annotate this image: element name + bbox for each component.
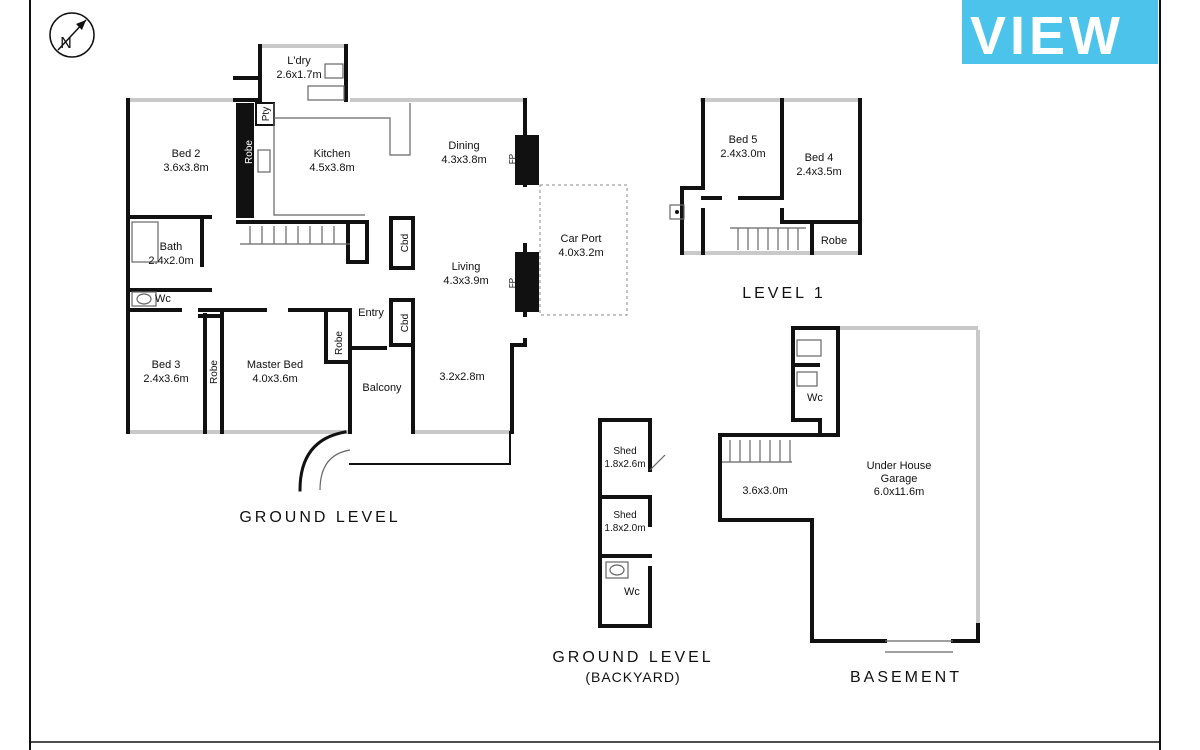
label-robe-bed3: Robe (209, 360, 220, 384)
label-bed3: Bed 3 (152, 359, 181, 371)
label-shed-1-size: 1.8x2.6m (604, 459, 645, 470)
label-carport-size: 4.0x3.2m (558, 247, 603, 259)
label-bath: Bath (160, 241, 183, 253)
label-robe-bed2: Robe (244, 140, 255, 164)
basement-plan (718, 326, 980, 653)
label-cbd-1: Cbd (400, 234, 411, 252)
label-bed2: Bed 2 (172, 148, 201, 160)
level-1-plan (669, 98, 862, 255)
title-backyard-sub: (BACKYARD) (585, 669, 680, 685)
label-master-bed-size: 4.0x3.6m (252, 373, 297, 385)
label-bath-size: 2.4x2.0m (148, 255, 193, 267)
label-wc-backyard: Wc (624, 586, 640, 598)
title-basement: BASEMENT (850, 669, 962, 686)
label-ldry-size: 2.6x1.7m (276, 69, 321, 81)
label-room-32: 3.2x2.8m (439, 371, 484, 383)
ground-level-plan (126, 44, 628, 492)
label-fp-living: FP (508, 278, 517, 288)
label-bed2-size: 3.6x3.8m (163, 162, 208, 174)
label-kitchen: Kitchen (314, 148, 351, 160)
label-garage-1: Under House (867, 460, 932, 472)
label-cbd-2: Cbd (400, 314, 411, 332)
label-shed-2: Shed (613, 510, 636, 521)
label-living-size: 4.3x3.9m (443, 275, 488, 287)
label-robe-l1: Robe (821, 235, 847, 247)
label-dining-size: 4.3x3.8m (441, 154, 486, 166)
label-fp-dining: FP (508, 154, 517, 164)
title-level-1: LEVEL 1 (742, 285, 826, 302)
label-wc-ground: Wc (155, 293, 171, 305)
label-garage-2: Garage (881, 473, 918, 485)
label-kitchen-size: 4.5x3.8m (309, 162, 354, 174)
title-backyard: GROUND LEVEL (552, 649, 713, 666)
page-frame (29, 0, 1161, 750)
label-robe-master: Robe (334, 331, 345, 355)
label-bed4-size: 2.4x3.5m (796, 166, 841, 178)
label-living: Living (452, 261, 481, 273)
label-shed-2-size: 1.8x2.0m (604, 523, 645, 534)
label-bed5: Bed 5 (729, 134, 758, 146)
label-carport: Car Port (561, 233, 602, 245)
label-ldry: L'dry (287, 55, 311, 67)
label-pty: Pty (261, 107, 272, 121)
backyard-plan (598, 418, 666, 628)
north-compass-icon: N (49, 12, 95, 58)
label-wc-basement: Wc (807, 392, 823, 404)
view-logo: VIEW (962, 0, 1158, 66)
logo-text: VIEW (970, 6, 1124, 66)
label-dining: Dining (448, 140, 479, 152)
label-bed3-size: 2.4x3.6m (143, 373, 188, 385)
label-basement-room: 3.6x3.0m (742, 485, 787, 497)
label-shed-1: Shed (613, 446, 636, 457)
label-garage-size: 6.0x11.6m (874, 486, 925, 498)
label-balcony: Balcony (362, 382, 402, 394)
label-bed4: Bed 4 (805, 152, 834, 164)
title-ground-level: GROUND LEVEL (239, 509, 400, 526)
label-entry: Entry (358, 307, 384, 319)
label-bed5-size: 2.4x3.0m (720, 148, 765, 160)
compass-letter: N (60, 35, 72, 52)
label-master-bed: Master Bed (247, 359, 303, 371)
